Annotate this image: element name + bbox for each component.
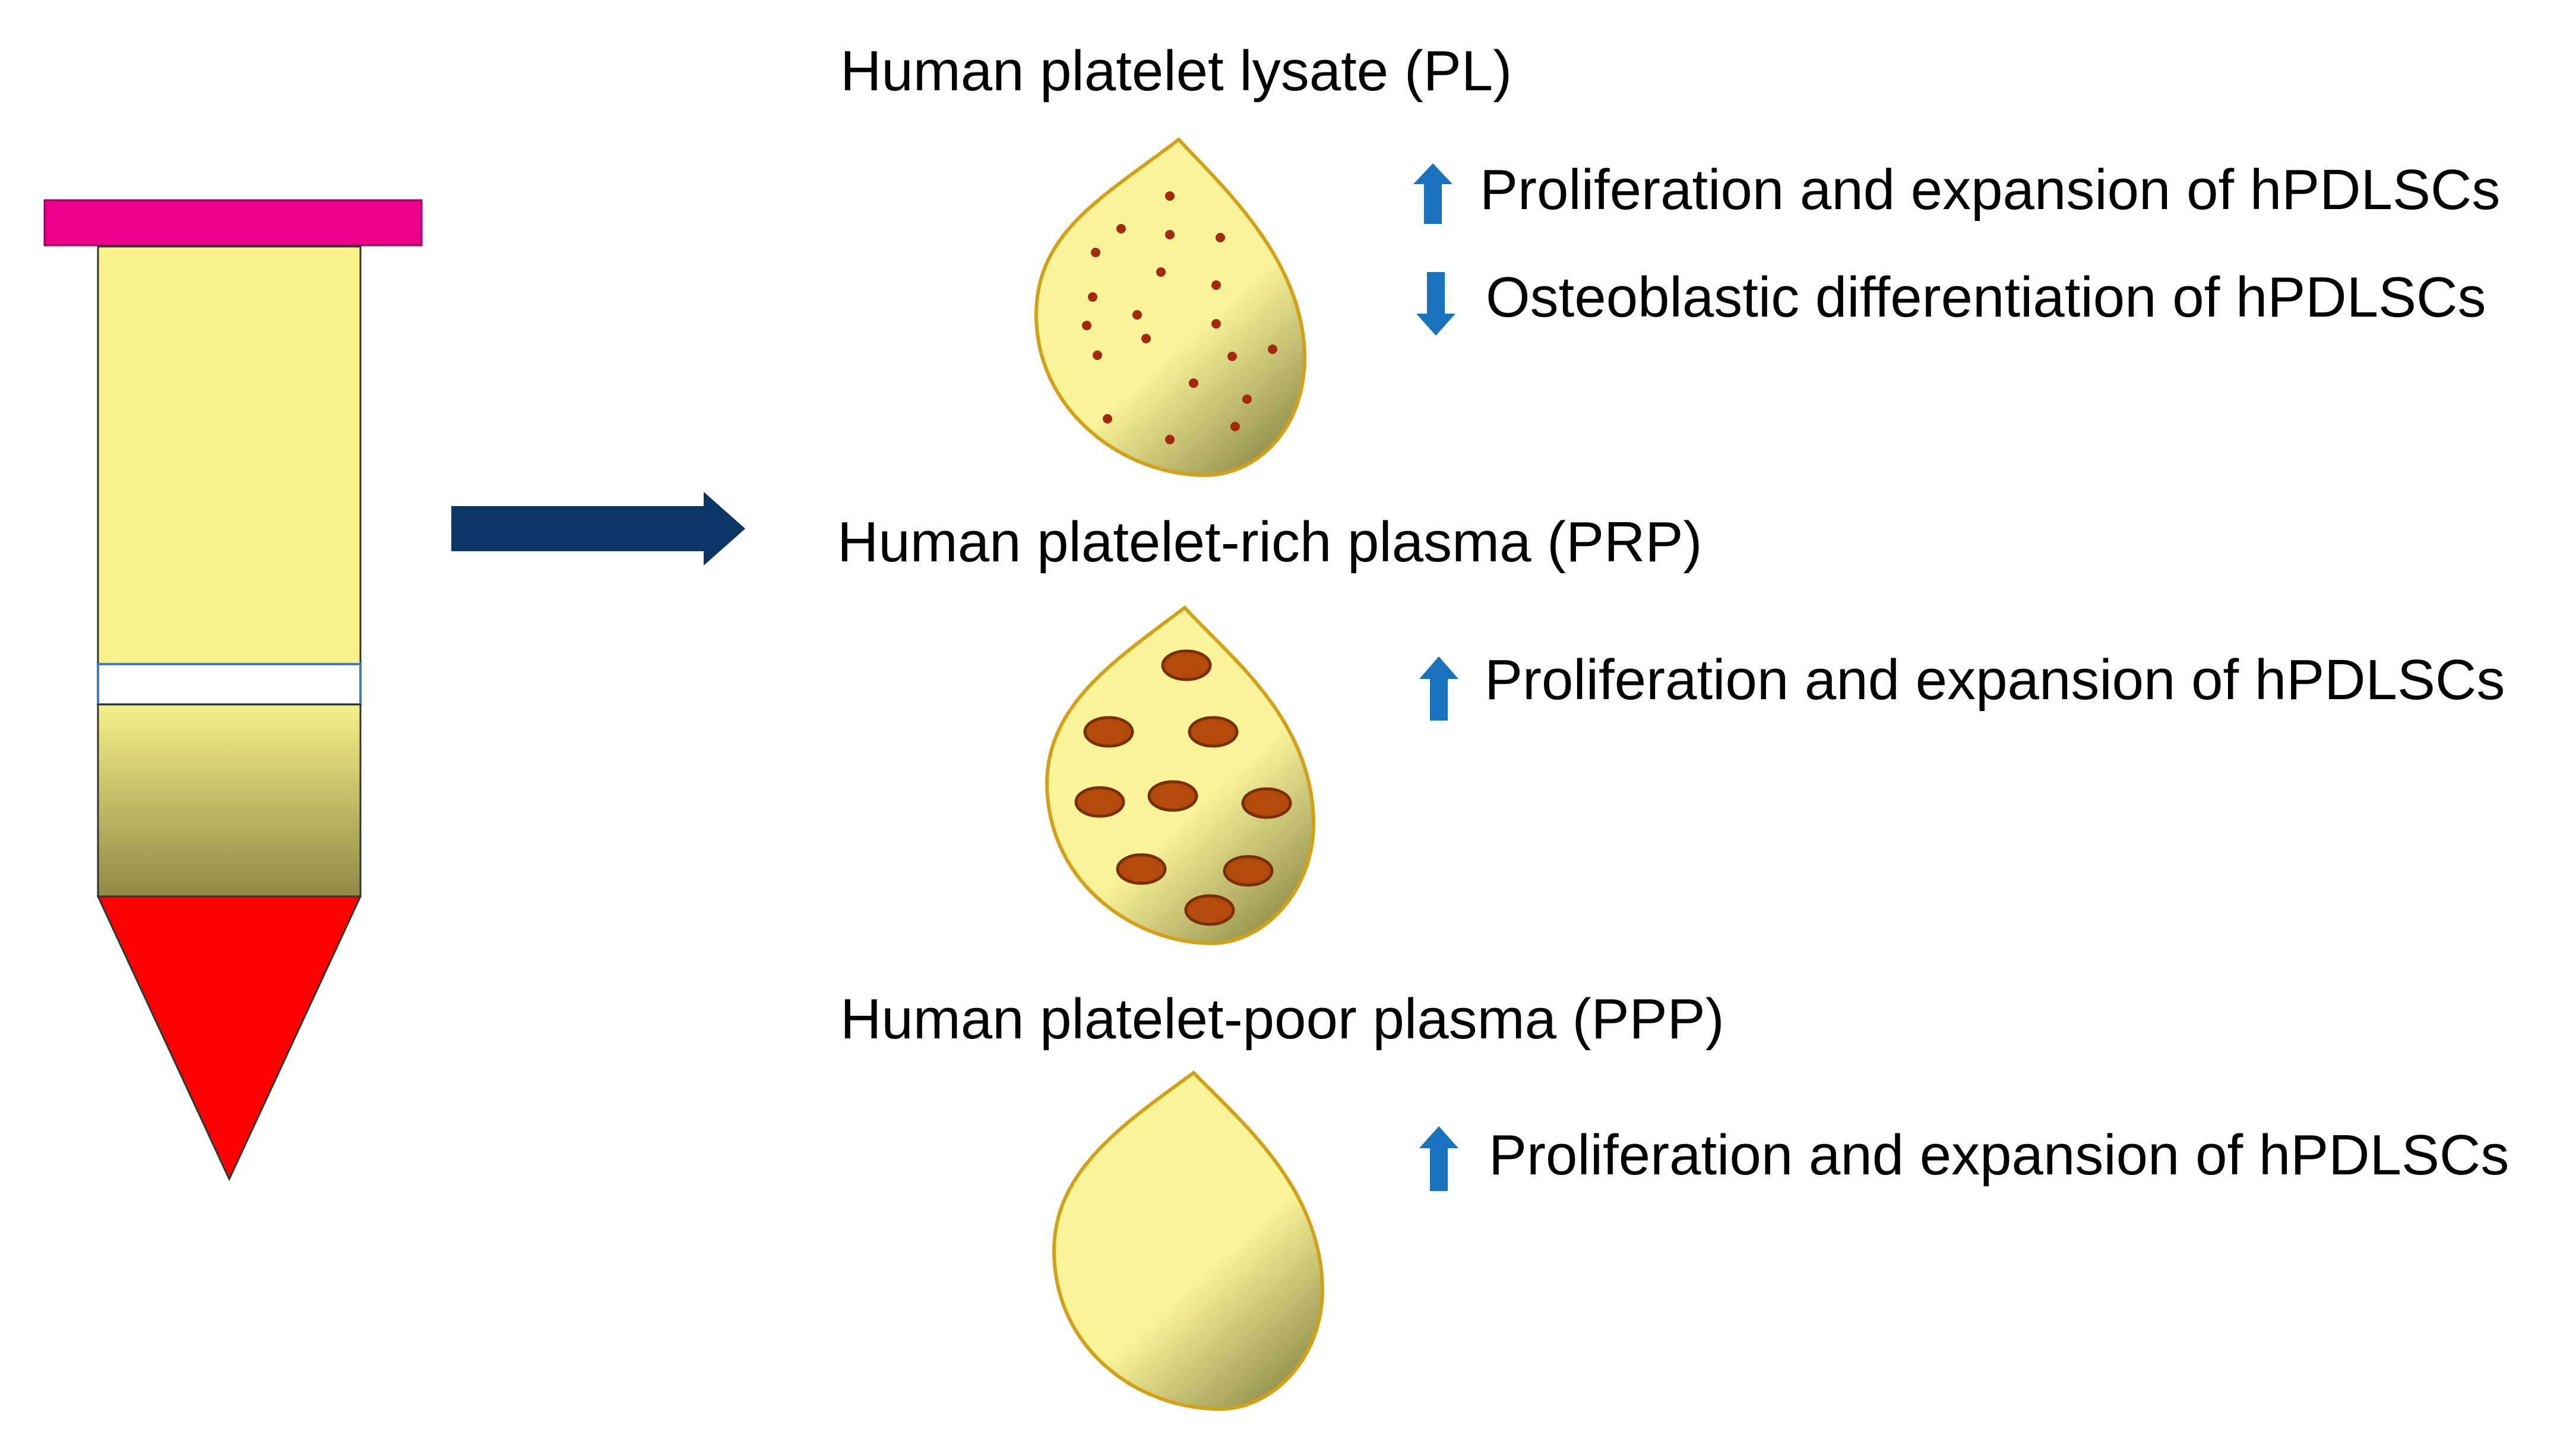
effect-row: Proliferation and expansion of hPDLSCs — [1419, 1123, 2509, 1191]
arrow-down-icon — [1416, 272, 1455, 336]
section-pl: Human platelet lysate (PL) — [840, 39, 2500, 478]
tube-cap — [43, 199, 423, 247]
section-prp: Human platelet-rich plasma (PRP) Prolife… — [837, 510, 2505, 946]
effect-row: Proliferation and expansion of hPDLSCs — [1413, 158, 2500, 224]
drop-shape — [1034, 137, 1307, 478]
section-title: Human platelet-rich plasma (PRP) — [837, 510, 1702, 574]
section-title: Human platelet-poor plasma (PPP) — [840, 987, 1724, 1051]
ppp-drop — [1052, 1070, 1325, 1411]
tube-tip — [96, 895, 362, 1182]
main-arrow — [451, 492, 745, 566]
tube-upper-layer — [97, 245, 362, 665]
centrifuge-tube — [43, 199, 423, 1182]
effect-text: Proliferation and expansion of hPDLSCs — [1485, 648, 2505, 712]
arrow-up-icon — [1419, 656, 1458, 721]
effect-text: Proliferation and expansion of hPDLSCs — [1489, 1123, 2509, 1187]
arrow-up-icon — [1413, 163, 1452, 224]
arrow-up-icon — [1419, 1126, 1458, 1191]
tube-lower-layer — [97, 703, 362, 898]
effect-text: Proliferation and expansion of hPDLSCs — [1480, 158, 2500, 222]
effect-row: Proliferation and expansion of hPDLSCs — [1419, 648, 2505, 721]
tube-buffy-coat — [97, 663, 362, 706]
drop-shape — [1052, 1070, 1325, 1411]
platelets — [1074, 649, 1292, 926]
prp-drop — [1045, 605, 1316, 946]
section-ppp: Human platelet-poor plasma (PPP) Prolife… — [840, 987, 2509, 1411]
effect-text: Osteoblastic differentiation of hPDLSCs — [1486, 266, 2486, 329]
platelet-dots — [1082, 191, 1277, 444]
pl-drop — [1034, 137, 1307, 478]
effect-row: Osteoblastic differentiation of hPDLSCs — [1416, 266, 2486, 336]
section-title: Human platelet lysate (PL) — [840, 39, 1512, 103]
